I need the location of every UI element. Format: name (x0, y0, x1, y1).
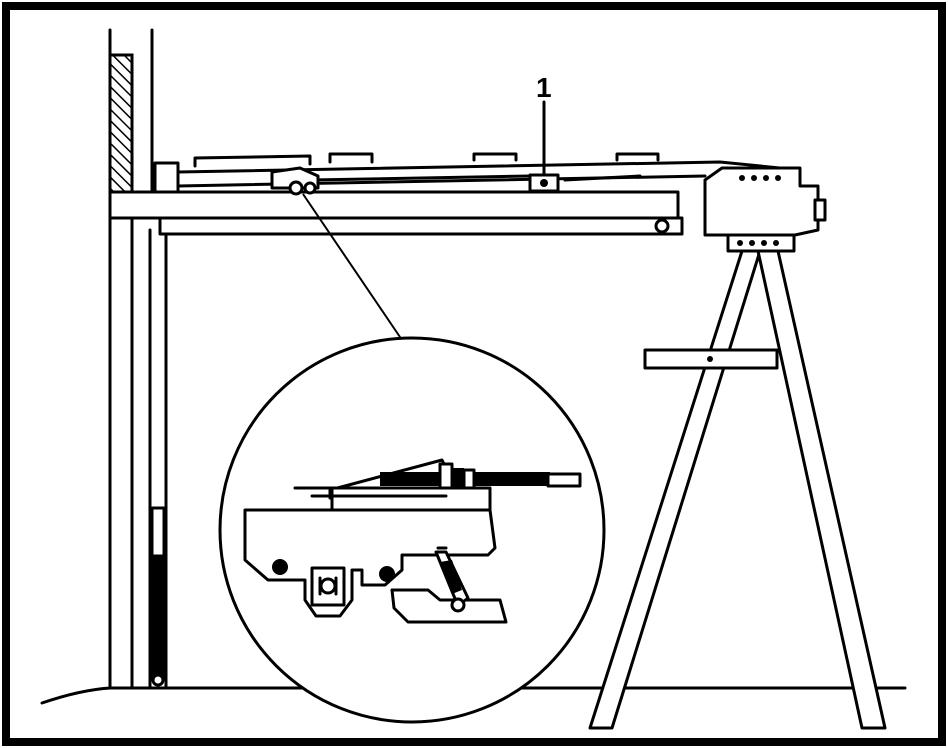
rail-beam (108, 152, 802, 236)
callout-1-label: 1 (536, 72, 552, 103)
trolley (270, 166, 320, 196)
detail-leader-line (302, 193, 403, 341)
detail-magnified-view (218, 336, 606, 724)
opener-motor-unit (703, 166, 827, 253)
door-track (130, 218, 168, 690)
part-1-marker: 1 (528, 72, 560, 193)
support-stand (588, 249, 887, 730)
wall (108, 28, 154, 690)
